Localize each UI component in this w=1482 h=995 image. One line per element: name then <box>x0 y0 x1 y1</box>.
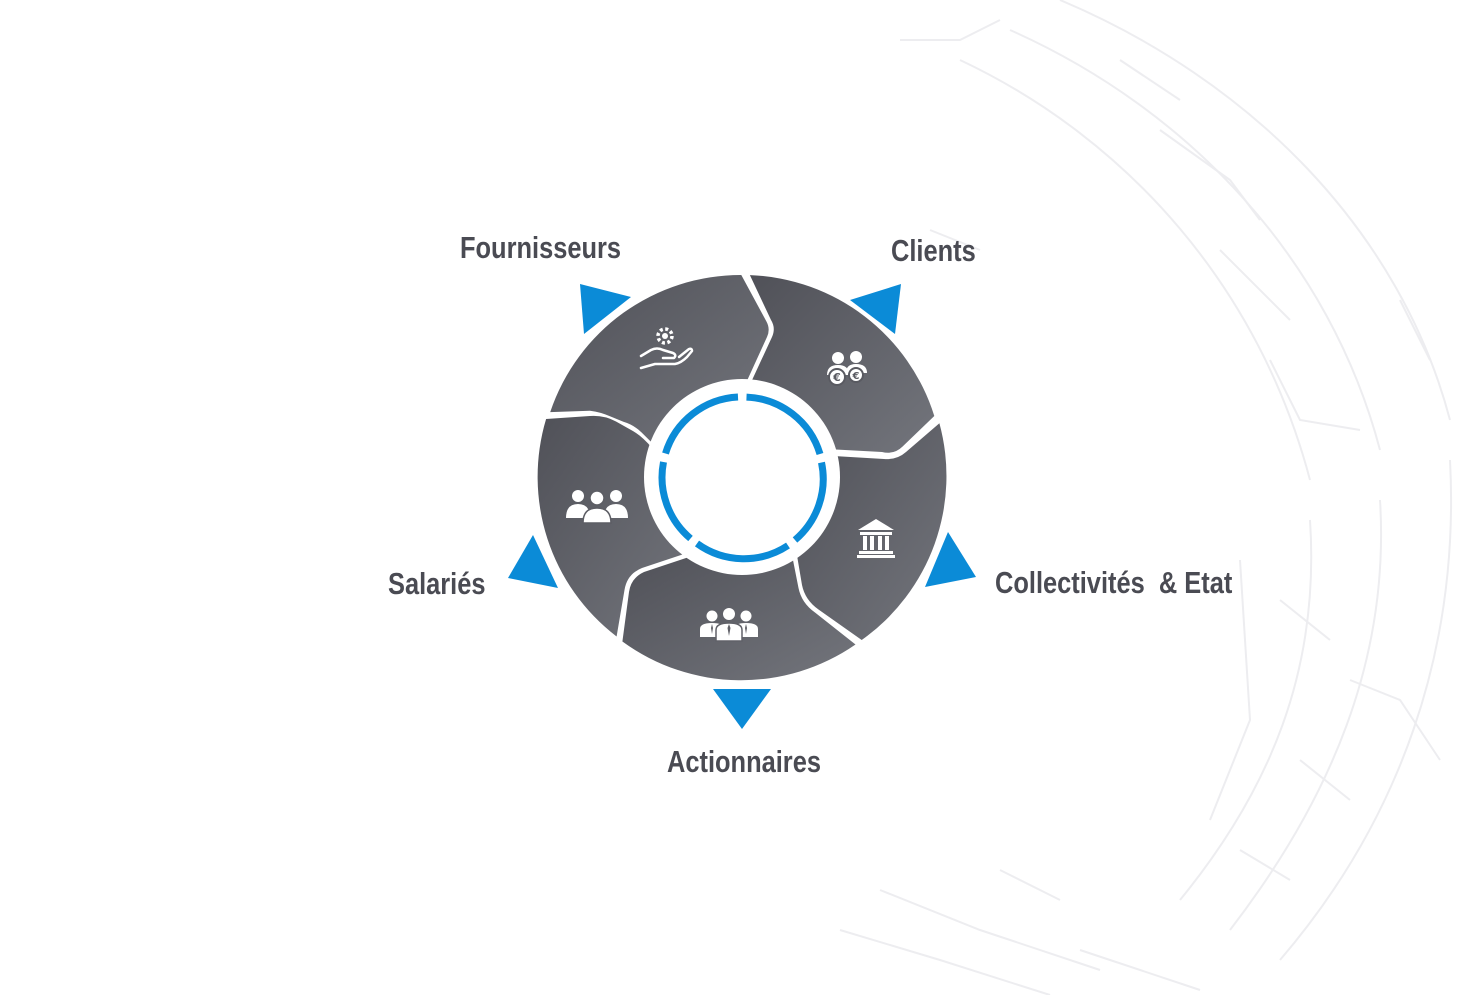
employees-group-icon <box>566 490 628 524</box>
label-fournisseurs: Fournisseurs <box>460 230 622 265</box>
clients-euro-icon: € € <box>827 351 867 386</box>
marker-salaries <box>508 535 558 588</box>
ring-segments <box>537 274 947 681</box>
svg-text:€: € <box>852 371 860 382</box>
hand-gear-icon <box>639 327 694 370</box>
background-circuit-decoration <box>839 0 1453 995</box>
marker-actionnaires <box>713 689 771 729</box>
business-people-icon <box>700 608 758 642</box>
direction-markers <box>508 284 976 729</box>
svg-text:€: € <box>832 371 841 384</box>
marker-collectivites <box>925 532 976 587</box>
label-clients: Clients <box>891 233 976 268</box>
segment-actionnaires <box>622 552 856 681</box>
bank-building-icon <box>857 519 895 558</box>
segment-salaries <box>537 415 692 637</box>
label-salaries: Salariés <box>388 566 486 601</box>
marker-fournisseurs <box>580 284 631 334</box>
label-actionnaires: Actionnaires <box>667 744 821 779</box>
segment-fournisseurs <box>550 274 769 448</box>
label-collectivites-etat: Collectivités & Etat <box>995 565 1233 600</box>
segment-collectivites <box>796 423 947 640</box>
marker-clients <box>850 284 901 334</box>
segment-clients <box>749 275 935 453</box>
center-disc <box>644 379 840 575</box>
inner-blue-ring <box>658 393 827 563</box>
